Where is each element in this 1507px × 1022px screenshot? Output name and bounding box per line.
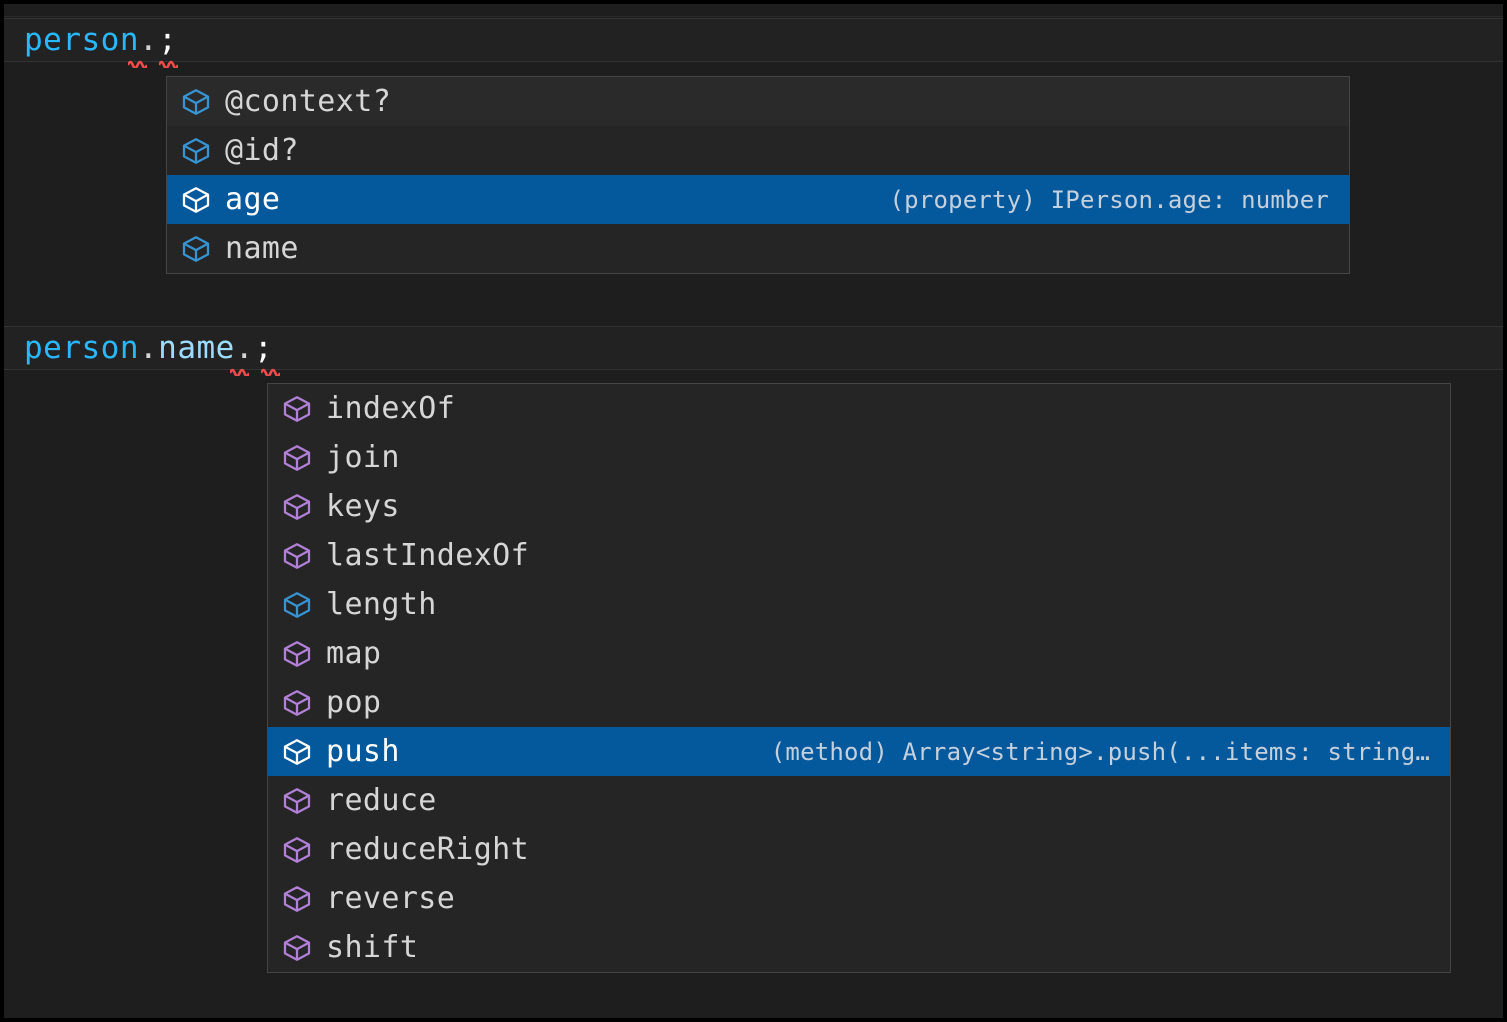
suggest-item-label: @id? [225, 133, 299, 168]
suggest-item-indexof[interactable]: indexOf [268, 384, 1450, 433]
code-token-semicolon: ; [253, 330, 274, 366]
suggest-item-join[interactable]: join [268, 433, 1450, 482]
suggest-widget-array[interactable]: indexOf join keys lastIndexOf length [267, 383, 1451, 973]
cube-method-icon [280, 833, 314, 867]
code-token-dot: . [138, 330, 159, 366]
suggest-item-id[interactable]: @id? [167, 126, 1349, 175]
cube-method-icon [280, 931, 314, 965]
suggest-item-label: map [326, 636, 382, 671]
code-editor-surface: person.; person.name.; @context? @id? [4, 4, 1503, 1018]
suggest-item-length[interactable]: length [268, 580, 1450, 629]
suggest-item-label: shift [326, 930, 419, 965]
editor-top-strip [4, 4, 1503, 17]
suggest-item-label: reverse [326, 881, 456, 916]
cube-method-icon [280, 686, 314, 720]
suggest-item-label: lastIndexOf [326, 538, 530, 573]
suggest-item-lastindexof[interactable]: lastIndexOf [268, 531, 1450, 580]
suggest-item-label: @context? [225, 84, 392, 119]
suggest-item-map[interactable]: map [268, 629, 1450, 678]
suggest-item-label: name [225, 231, 299, 266]
code-token-semicolon: ; [158, 22, 178, 58]
suggest-item-reverse[interactable]: reverse [268, 874, 1450, 923]
suggest-item-label: pop [326, 685, 382, 720]
suggest-item-detail: (property) IPerson.age: number [889, 185, 1329, 214]
code-token-dot: . [138, 22, 159, 58]
cube-method-icon [280, 539, 314, 573]
error-squiggle-icon [128, 58, 147, 68]
cube-method-icon [280, 392, 314, 426]
suggest-item-label: reduce [326, 783, 437, 818]
suggest-item-push[interactable]: push (method) Array<string>.push(...item… [268, 727, 1450, 776]
cube-property-icon [280, 588, 314, 622]
suggest-widget-person[interactable]: @context? @id? age (property) IPerson.ag… [166, 76, 1350, 274]
suggest-item-label: keys [326, 489, 400, 524]
code-line-2[interactable]: person.name.; [4, 326, 1503, 370]
suggest-item-label: push [326, 734, 400, 769]
error-squiggle-icon [230, 366, 249, 376]
cube-method-icon [280, 735, 314, 769]
suggest-item-label: join [326, 440, 400, 475]
suggest-item-keys[interactable]: keys [268, 482, 1450, 531]
cube-property-icon [179, 232, 213, 266]
cube-property-icon [179, 85, 213, 119]
suggest-item-name[interactable]: name [167, 224, 1349, 273]
code-token-property: name [158, 330, 235, 366]
cube-method-icon [280, 784, 314, 818]
cube-property-icon [179, 134, 213, 168]
suggest-item-label: age [225, 182, 281, 217]
code-line-1[interactable]: person.; [4, 18, 1503, 62]
code-token-variable: person [24, 22, 139, 58]
suggest-item-pop[interactable]: pop [268, 678, 1450, 727]
suggest-item-label: length [326, 587, 437, 622]
error-squiggle-icon [159, 58, 178, 68]
suggest-item-detail: (method) Array<string>.push(...items: st… [770, 737, 1430, 766]
cube-method-icon [280, 490, 314, 524]
suggest-item-label: indexOf [326, 391, 456, 426]
suggest-item-age[interactable]: age (property) IPerson.age: number [167, 175, 1349, 224]
cube-method-icon [280, 637, 314, 671]
suggest-item-shift[interactable]: shift [268, 923, 1450, 972]
error-squiggle-icon [261, 366, 280, 376]
suggest-item-reduce[interactable]: reduce [268, 776, 1450, 825]
code-token-variable: person [24, 330, 139, 366]
suggest-item-label: reduceRight [326, 832, 530, 867]
cube-method-icon [280, 441, 314, 475]
code-token-dot: . [234, 330, 254, 366]
suggest-item-reduceright[interactable]: reduceRight [268, 825, 1450, 874]
cube-method-icon [280, 882, 314, 916]
suggest-item-context[interactable]: @context? [167, 77, 1349, 126]
cube-property-icon [179, 183, 213, 217]
